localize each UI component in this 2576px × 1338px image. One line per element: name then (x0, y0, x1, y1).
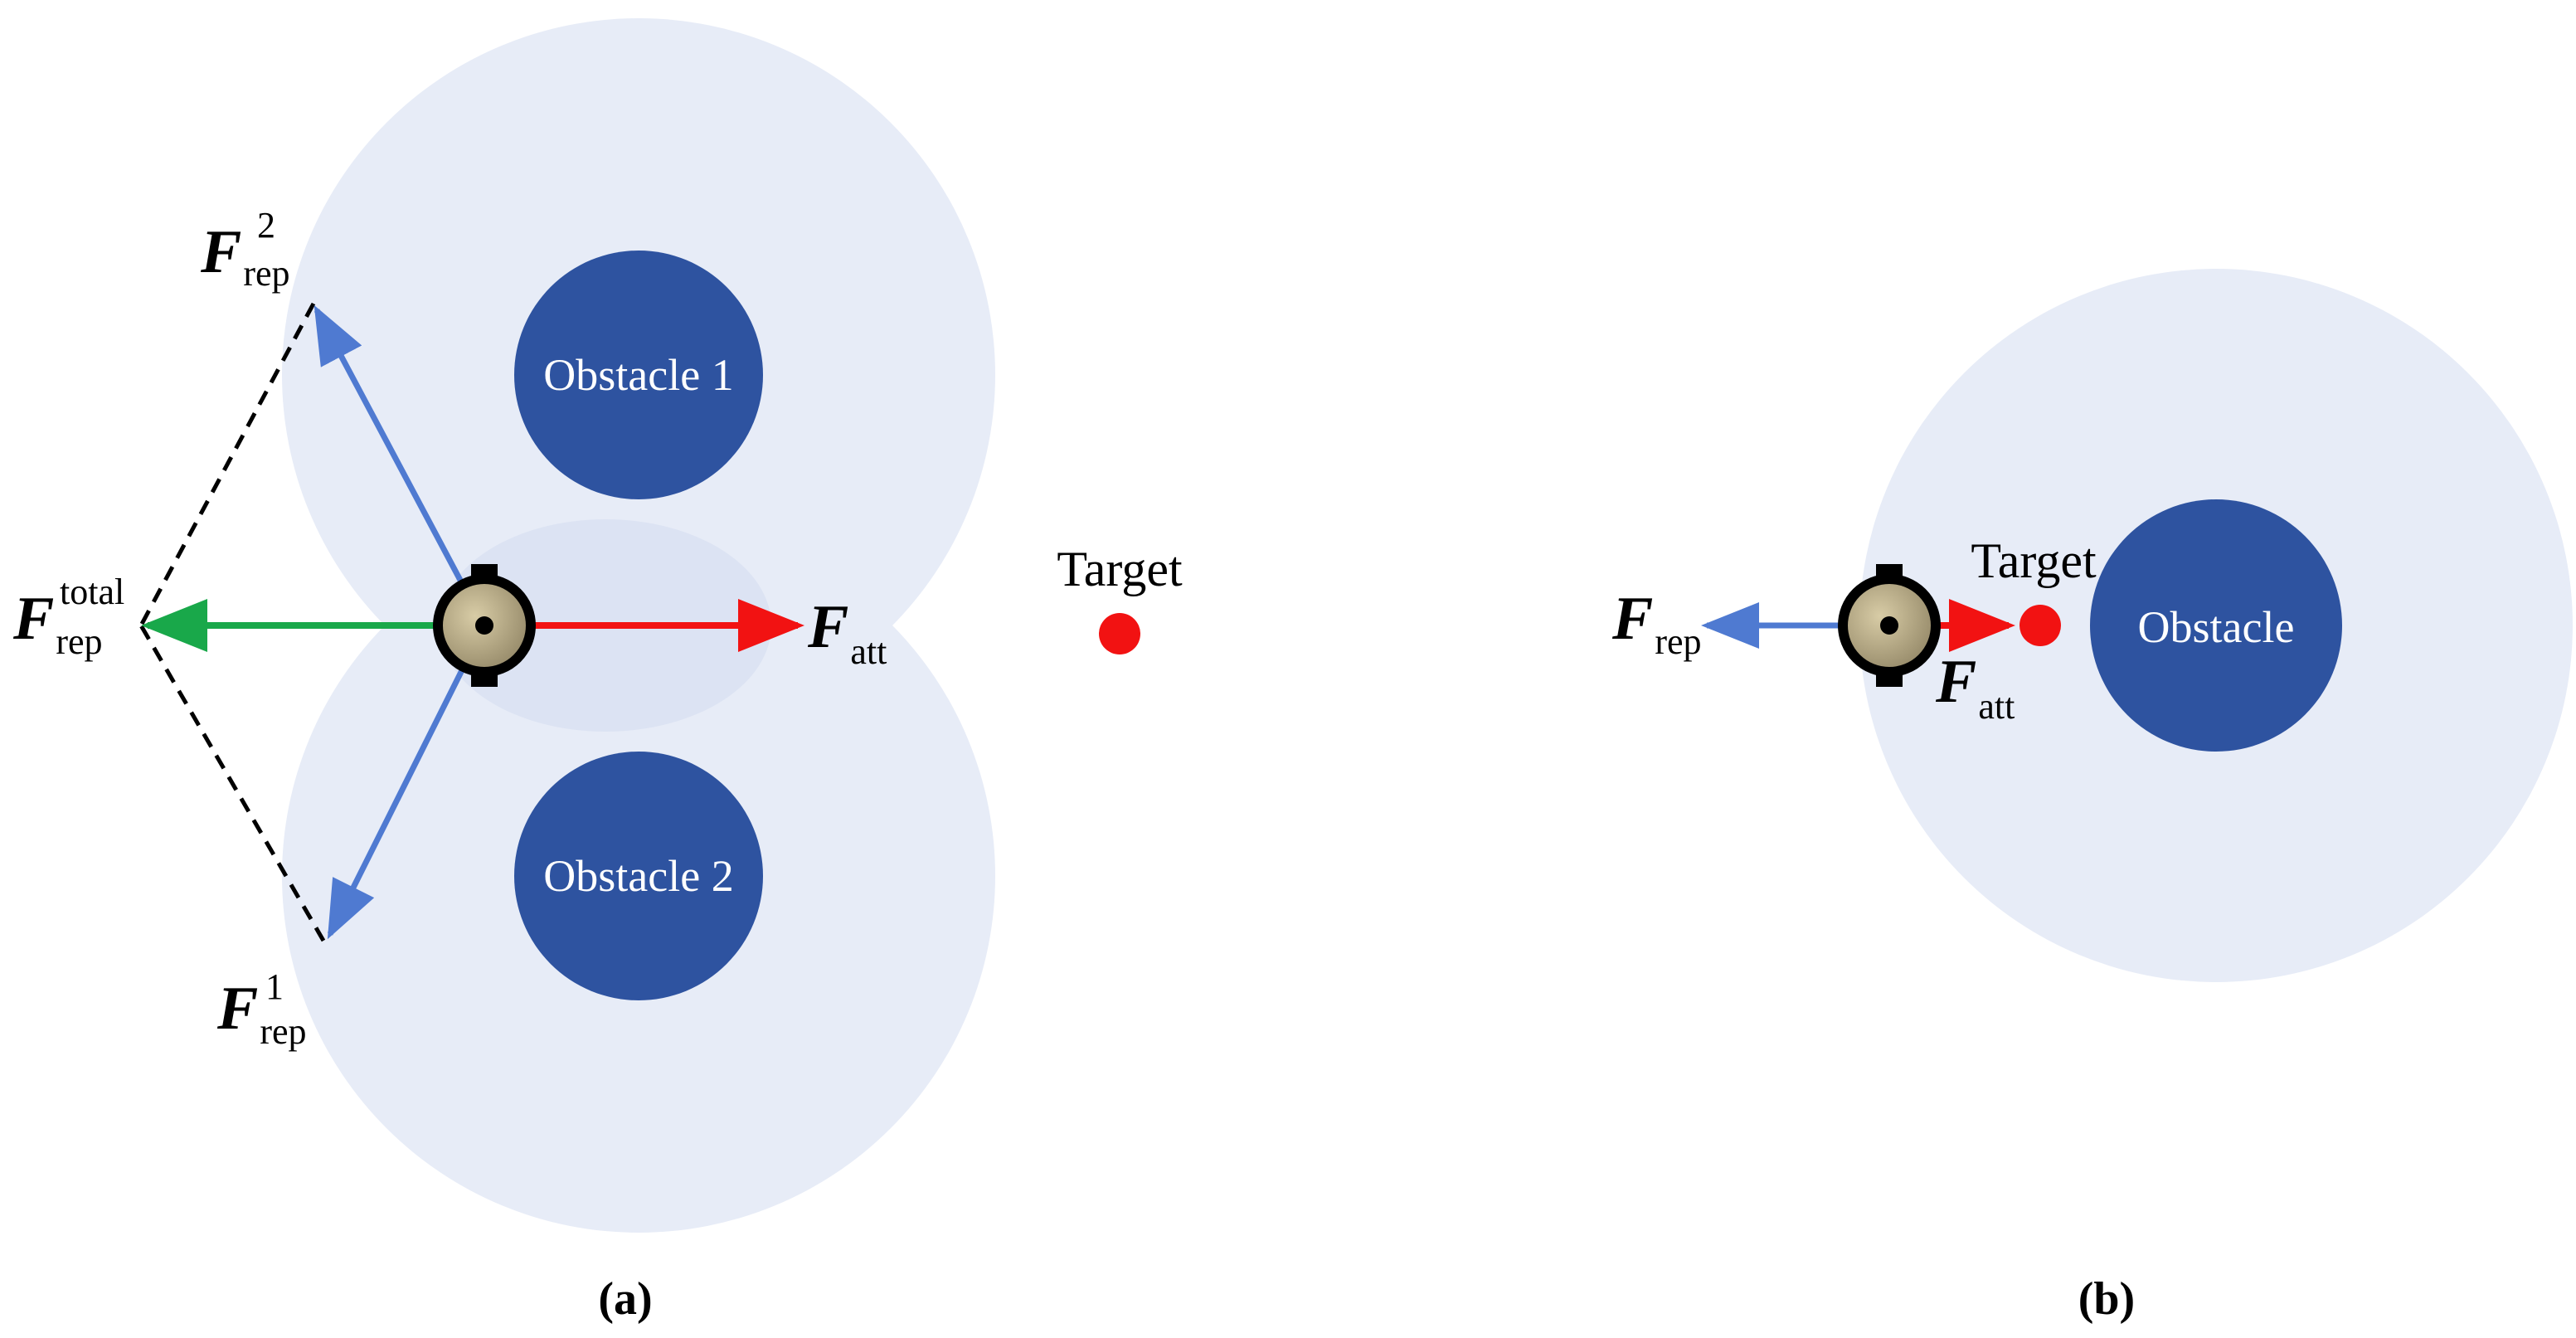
target-a (1099, 613, 1140, 654)
f-att-label-a: Fatt (807, 593, 887, 672)
f-rep-total-label: Frep (12, 585, 103, 662)
f-rep-2-superscript: 2 (257, 205, 275, 246)
repulsive-force-1-arrow (327, 624, 488, 940)
parallelogram-dashed-line-lower (139, 624, 326, 942)
parallelogram-dashed-line-upper (139, 302, 316, 627)
f-rep-total-superscript: total (60, 572, 124, 612)
obstacle-1 (514, 251, 763, 499)
panel-a-label: (a) (598, 1273, 652, 1325)
obstacle-2-label: Obstacle 2 (543, 851, 733, 901)
f-att-label-b: Fatt (1935, 648, 2015, 727)
robot-b (1838, 564, 1941, 687)
obstacle-label: Obstacle (2138, 602, 2295, 652)
f-rep-1-label: Frep (216, 975, 307, 1052)
robot-a (433, 564, 536, 687)
obstacle-2 (514, 752, 763, 1000)
target-b (2019, 605, 2061, 646)
repulsive-force-2-arrow (313, 304, 488, 627)
f-rep-2-label: Frep (200, 218, 290, 294)
obstacle-1-label: Obstacle 1 (543, 350, 733, 400)
obstacle (2090, 499, 2342, 752)
target-b-label: Target (1971, 533, 2097, 588)
panel-b-label: (b) (2078, 1273, 2135, 1325)
panel-a: Obstacle 1 Obstacle 2 Target Frep 2 Frep… (12, 18, 1183, 1325)
panel-b: Obstacle Target Frep Fatt (b) (1611, 269, 2573, 1325)
f-rep-label-b: Frep (1611, 585, 1702, 662)
f-rep-1-superscript: 1 (265, 966, 284, 1007)
target-a-label: Target (1057, 542, 1183, 596)
